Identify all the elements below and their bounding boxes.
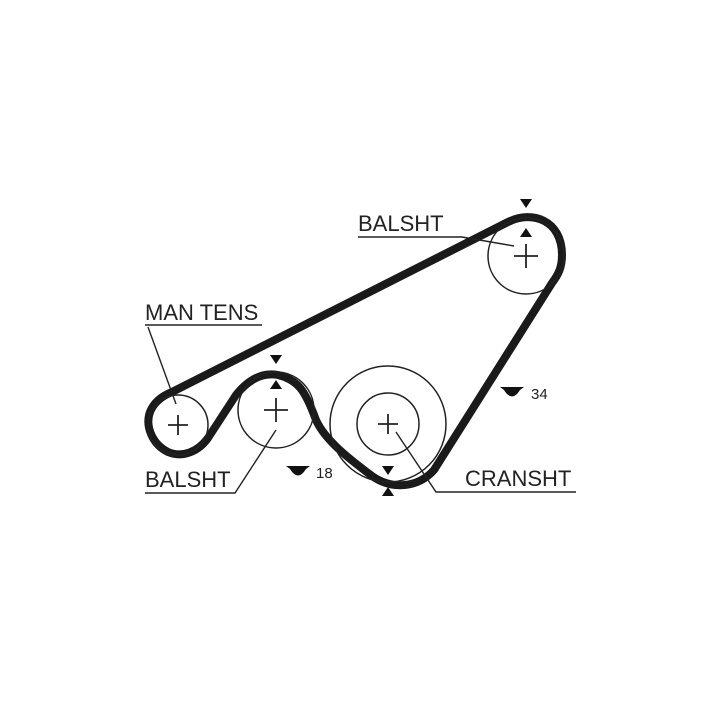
label-man-tens: MAN TENS — [145, 300, 258, 325]
timing-triangle-icon — [270, 355, 282, 389]
crosshair-icon — [264, 398, 288, 422]
timing-belt — [144, 213, 566, 490]
leader-balsht-top — [358, 236, 515, 247]
crosshair-icon — [168, 415, 188, 435]
tooth-count-icon — [500, 387, 524, 397]
manual-tensioner-pulley — [147, 394, 209, 456]
tooth-count-18: 18 — [316, 465, 333, 482]
label-cransht: CRANSHT — [465, 466, 571, 491]
timing-triangle-icon — [520, 199, 532, 237]
crankshaft-inner-pulley — [356, 392, 420, 456]
timing-triangle-icon — [382, 466, 394, 496]
balance-shaft-bottom-pulley — [237, 371, 315, 449]
label-balsht-bottom: BALSHT — [145, 467, 231, 492]
leader-balsht-bottom — [145, 429, 277, 494]
tooth-count-icon — [286, 466, 310, 476]
label-balsht-top: BALSHT — [358, 211, 444, 236]
leader-cransht — [395, 431, 576, 493]
crosshair-icon — [378, 414, 398, 434]
crankshaft-outer-pulley — [329, 365, 447, 483]
balance-shaft-top-pulley — [487, 217, 565, 295]
leader-man-tens — [145, 324, 262, 405]
tooth-count-34: 34 — [531, 386, 548, 403]
crosshair-icon — [514, 244, 538, 268]
